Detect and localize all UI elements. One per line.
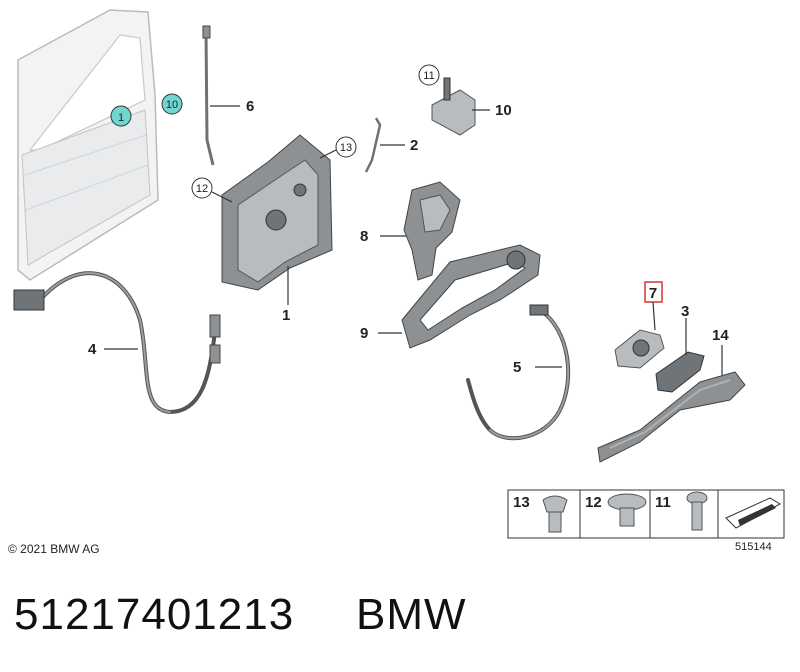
door-panel [17,9,159,281]
handle-carrier-part-9: 9 [360,244,541,349]
cable-part-4: 4 [13,271,221,415]
gasket-part-7 [614,329,665,369]
reference-number: 515144 [735,541,772,553]
arrow-icon [725,497,782,529]
callout-1: 1 [282,307,290,324]
screw-label-13: 13 [513,494,530,511]
copyright-text: © 2021 BMW AG [8,542,100,556]
callout-3: 3 [681,303,689,320]
door-striker-part-10: 10 11 [418,64,512,136]
callout-9: 9 [360,325,368,342]
callout-13: 13 [340,142,352,154]
callout-13-circle: 13 [319,136,357,159]
screw-table: 13 12 11 [507,489,785,539]
callout-6: 6 [246,98,254,115]
part-number: 51217401213 [14,590,295,639]
door-lock-part-1: 1 [221,134,333,324]
door-callout-1[interactable]: 1 [110,105,132,127]
screw-item-11: 11 [655,491,708,531]
brand-label: BMW [356,590,467,639]
callout-12-circle: 12 [191,177,233,203]
door-callout-1-label: 1 [118,112,124,124]
screw-item-12: 12 [585,493,647,527]
screw-item-13: 13 [513,494,568,533]
screw-label-11: 11 [655,494,671,511]
door-callout-10[interactable]: 10 [161,93,183,115]
callout-2: 2 [410,137,418,154]
callout-14: 14 [712,327,729,344]
callout-5: 5 [513,359,521,376]
callout-10: 10 [495,102,512,119]
door-callout-10-label: 10 [166,99,178,111]
screw-label-12: 12 [585,494,602,511]
callout-7: 7 [649,285,657,302]
bracket-part-8: 8 [360,181,461,281]
callout-7-selected[interactable]: 7 [644,281,663,331]
cover-part-3: 3 [655,303,705,393]
rod-part-6: 6 [202,25,254,166]
callout-12: 12 [196,183,208,195]
door-handle-part-14: 14 [597,327,746,463]
callout-8: 8 [360,228,368,245]
callout-4: 4 [88,341,97,358]
cable-part-5: 5 [466,304,571,441]
callout-11: 11 [423,70,434,82]
rod-part-2: 2 [364,117,418,173]
